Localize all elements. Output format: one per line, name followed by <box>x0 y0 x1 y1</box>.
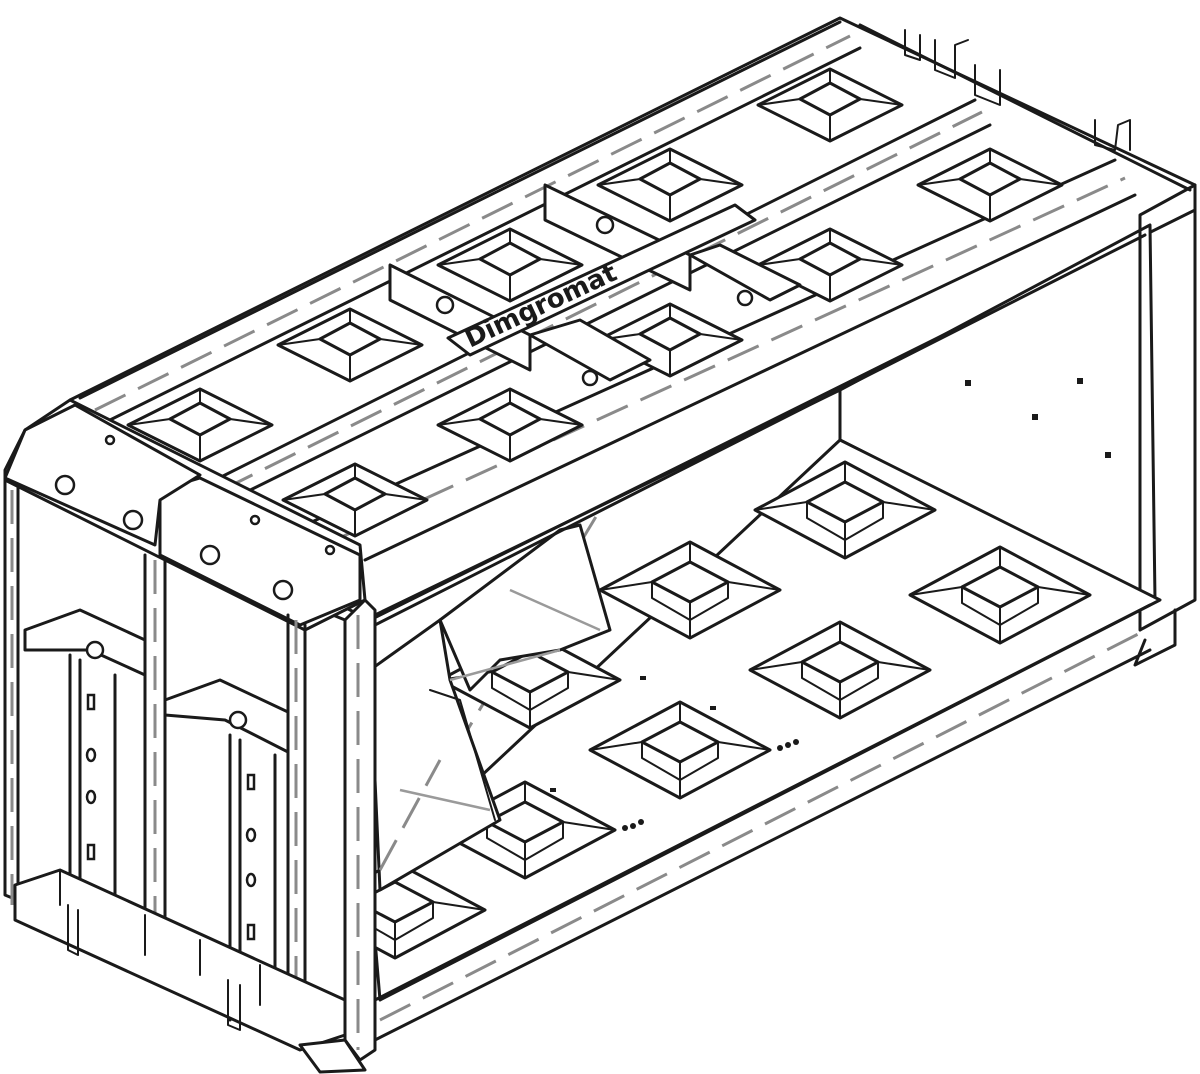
front-end-panel <box>3 398 367 1052</box>
front-upright <box>298 233 1152 1074</box>
internal-braces <box>368 523 612 892</box>
lifting-hooks <box>904 29 1131 151</box>
